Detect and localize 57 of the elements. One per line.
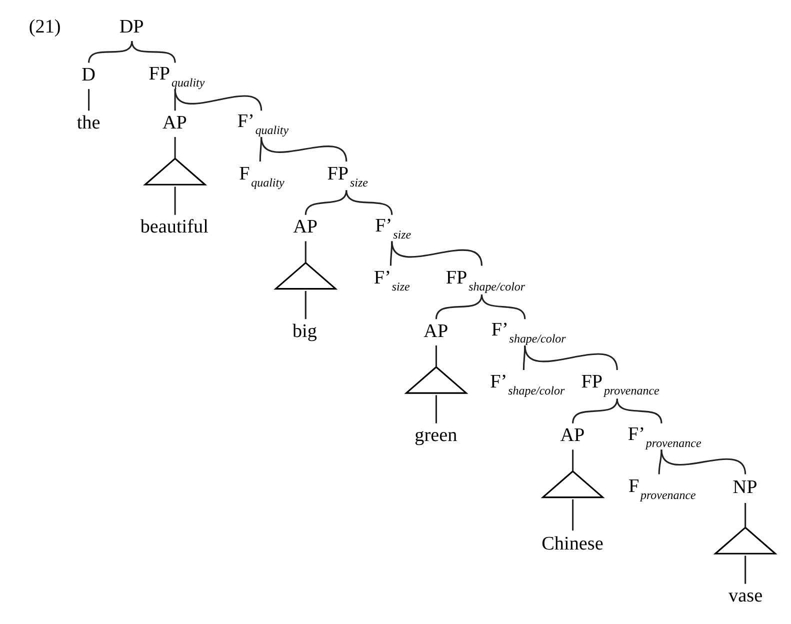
node-text: NP bbox=[732, 476, 758, 498]
connector bbox=[524, 344, 618, 370]
node-triangle bbox=[143, 157, 208, 185]
connector bbox=[435, 344, 438, 366]
node-text: FP$_{size}$ bbox=[327, 162, 368, 189]
connector bbox=[572, 498, 574, 530]
connector bbox=[131, 40, 176, 62]
node-text: F$_{quality}$ bbox=[239, 162, 284, 189]
node-text: beautiful bbox=[140, 216, 208, 238]
node-text: F’$_{shape/color}$ bbox=[490, 371, 565, 398]
label: (21) bbox=[28, 16, 61, 38]
node-text: Chinese bbox=[542, 532, 604, 554]
node-text: AP bbox=[424, 320, 448, 342]
connector bbox=[174, 136, 176, 158]
node-text: F’$_{size}$ bbox=[374, 267, 410, 294]
node-text: F’$_{quality}$ bbox=[237, 110, 289, 137]
node-text: F’$_{shape/color}$ bbox=[491, 319, 566, 346]
connector bbox=[744, 555, 746, 584]
connector bbox=[174, 186, 176, 214]
connector bbox=[174, 88, 262, 110]
node-text: F$_{provenance}$ bbox=[628, 475, 696, 502]
node-triangle bbox=[404, 365, 468, 394]
node-text: FP$_{quality}$ bbox=[148, 62, 205, 89]
connector bbox=[744, 502, 746, 528]
node-triangle bbox=[274, 261, 338, 290]
connector bbox=[390, 240, 393, 266]
node-text: FP$_{shape/color}$ bbox=[446, 267, 526, 294]
connector bbox=[522, 344, 526, 370]
connector bbox=[391, 240, 483, 266]
connector bbox=[304, 190, 348, 214]
node-text: green bbox=[414, 424, 458, 446]
node-text: AP bbox=[162, 112, 187, 133]
connector bbox=[658, 449, 662, 474]
connector bbox=[88, 88, 90, 110]
connector bbox=[304, 240, 306, 262]
connector bbox=[260, 136, 348, 162]
connector bbox=[304, 290, 306, 319]
node-text: vase bbox=[728, 585, 763, 606]
node-text: AP bbox=[293, 216, 318, 238]
connector bbox=[88, 40, 133, 62]
node-triangle bbox=[713, 526, 778, 554]
connector bbox=[572, 398, 618, 423]
node-text: big bbox=[292, 320, 317, 342]
node-text: AP bbox=[560, 424, 585, 446]
node-text: D bbox=[82, 64, 96, 85]
node-text: FP$_{provenance}$ bbox=[581, 371, 660, 398]
node-text: F’$_{size}$ bbox=[375, 214, 412, 241]
connector bbox=[572, 449, 574, 471]
node-text: the bbox=[76, 112, 100, 133]
connector bbox=[481, 294, 526, 319]
connector bbox=[616, 398, 662, 423]
connector bbox=[660, 449, 746, 474]
node-text: F’$_{provenance}$ bbox=[628, 423, 702, 450]
connector bbox=[435, 394, 438, 423]
node-triangle bbox=[540, 470, 605, 498]
node-text: DP bbox=[119, 16, 144, 38]
connector bbox=[346, 190, 393, 214]
